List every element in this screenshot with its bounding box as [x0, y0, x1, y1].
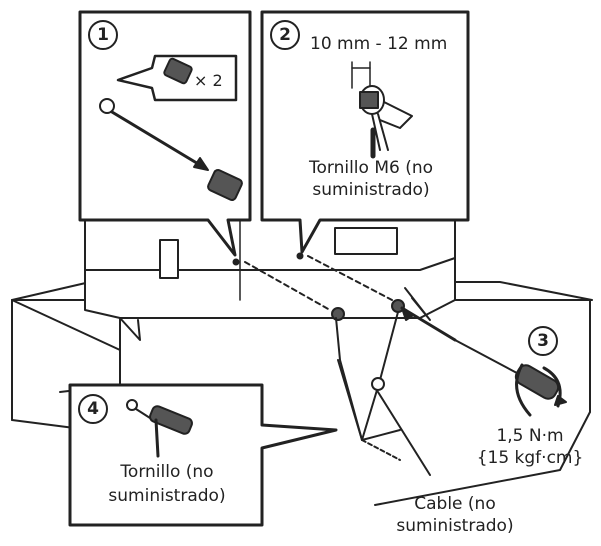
- screw-m6-label-line2: suministrado): [312, 180, 430, 200]
- cable-label-line1: Cable (no: [414, 494, 496, 514]
- dimension-label: 10 mm - 12 mm: [310, 34, 448, 54]
- screw-icon-1: [163, 57, 243, 201]
- callout-1: [78, 10, 252, 257]
- cable-lines: [335, 311, 431, 476]
- screw-label-line2: suministrado): [108, 486, 226, 506]
- multiplier-label: × 2: [194, 71, 223, 90]
- cable-label-line2: suministrado): [396, 516, 514, 536]
- step-1-badge: 1: [88, 20, 118, 50]
- screwdriver: [400, 306, 567, 417]
- screw-icon-4: [149, 405, 193, 458]
- screw-label-line1: Tornillo (no: [120, 462, 214, 482]
- callout-2: [260, 10, 470, 254]
- torque-label-line1: 1,5 N·m: [496, 426, 564, 446]
- screw-m6-icon: [359, 85, 413, 151]
- step-4-badge: 4: [78, 394, 108, 424]
- tv-base: [84, 219, 456, 341]
- torque-label-line2: {15 kgf·cm}: [476, 448, 584, 468]
- callout-4: [68, 383, 338, 527]
- step-2-badge: 2: [270, 20, 300, 50]
- screw-m6-label-line1: Tornillo M6 (no: [308, 158, 434, 178]
- step-3-badge: 3: [528, 326, 558, 356]
